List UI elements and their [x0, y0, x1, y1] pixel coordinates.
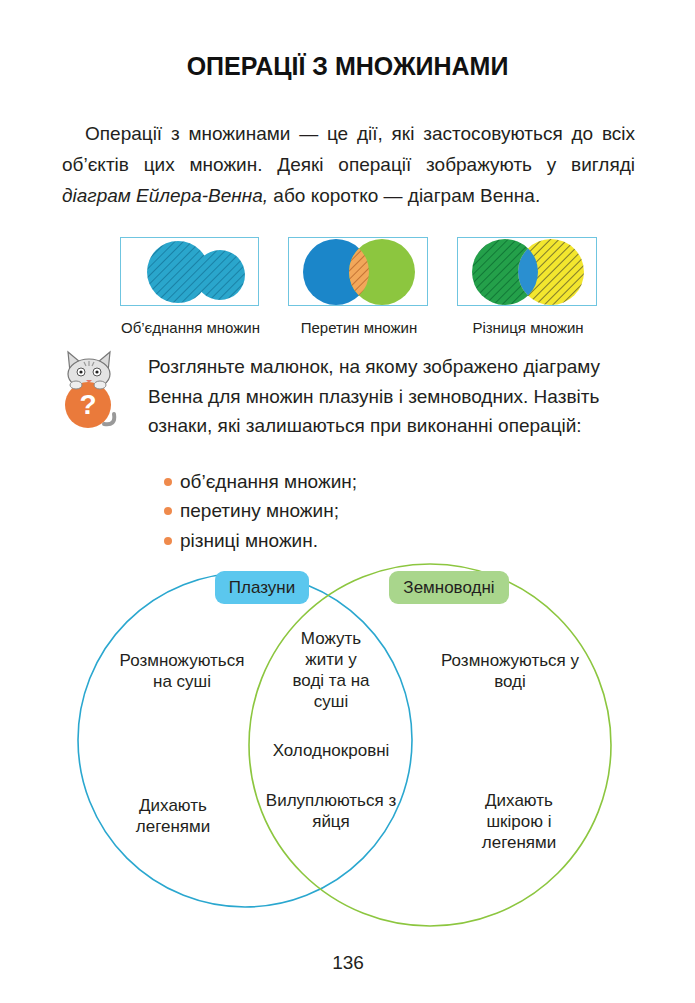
question-badge [65, 382, 111, 428]
intro-paragraph: Операції з множинами — це дії, які засто… [62, 118, 635, 211]
set-circle: ПлазуниРозмножуються на сушіДихають леге… [77, 572, 413, 908]
icon-box: Різниця множин [457, 237, 597, 306]
set-disc [349, 239, 415, 305]
paragraph-text: діаграм Ейлера-Венна, [62, 185, 268, 206]
cat-pupil [79, 370, 82, 373]
union-icon [147, 241, 245, 303]
bullet-item: перетину множин; [180, 498, 480, 524]
set-disc [518, 239, 584, 305]
cat-paw [70, 381, 82, 389]
set-feature: Дихають легенями [113, 795, 233, 837]
page-number: 136 [318, 951, 378, 975]
set-feature: Розмножуються у воді [440, 650, 580, 692]
cat-eye [77, 368, 85, 376]
intersection-text: Вилуплюються з яйця [261, 790, 401, 832]
bullet-item: об’єднання множин; [180, 469, 480, 495]
cat-pupil [95, 370, 98, 373]
cat-icon [65, 352, 114, 428]
cat-stripes [84, 361, 94, 366]
circle-outline [78, 573, 412, 907]
difference-icon [472, 239, 584, 305]
bullet-dot [164, 537, 172, 545]
paragraph-text: Операції з множинами — це дії, які засто… [62, 123, 635, 175]
intersection-area [518, 239, 584, 305]
set-name-pill: Плазуни [215, 571, 309, 604]
paragraph-text: або коротко — діаграм Венна. [273, 185, 540, 206]
icon-caption: Об’єднання множин [121, 318, 260, 338]
intersection-text: Можуть жити у воді та на суші [289, 628, 373, 712]
bullet-item: різниці множин. [180, 528, 480, 554]
cat-paw [94, 381, 106, 389]
intersection-area [349, 239, 415, 305]
intersection-text: Холоднокровні [251, 740, 411, 761]
cat-eye [93, 368, 101, 376]
bullet-dot [164, 507, 172, 515]
set-name-pill: Земноводні [389, 571, 508, 604]
circle-outline [249, 564, 611, 926]
question-text: Розгляньте малюнок, на якому зображено д… [148, 352, 638, 441]
set-feature: Дихають шкірою і легенями [464, 790, 574, 853]
circle-outline [77, 572, 413, 908]
icon-caption: Різниця множин [472, 318, 583, 338]
bullet-dot [164, 478, 172, 486]
set-feature: Розмножуються на суші [112, 650, 252, 692]
set-disc [195, 250, 245, 300]
question-mark: ? [73, 388, 103, 422]
icon-caption: Перетин множин [301, 318, 417, 338]
icon-box: Перетин множин [288, 237, 428, 306]
intersection-icon [303, 239, 415, 305]
page-title: ОПЕРАЦІЇ З МНОЖИНАМИ [0, 50, 695, 82]
icon-box: Об’єднання множин [120, 237, 259, 306]
